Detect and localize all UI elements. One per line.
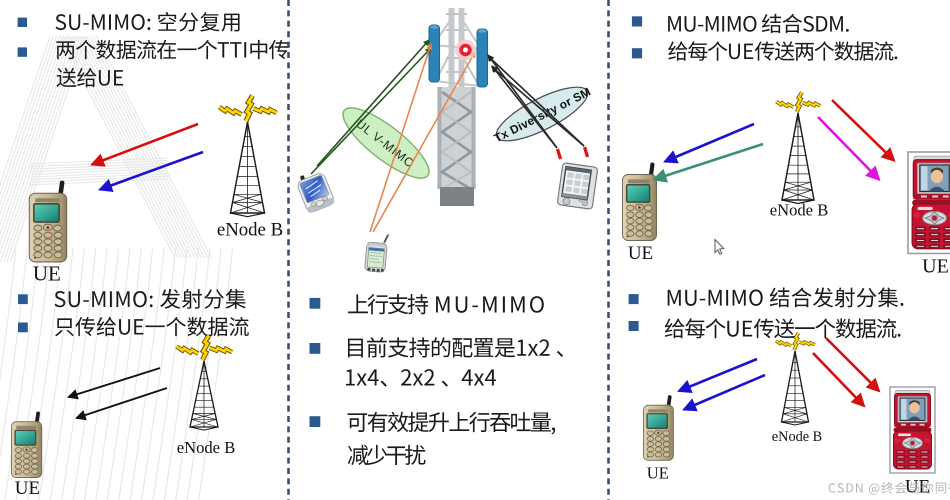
svg-text:eNode B: eNode B bbox=[772, 429, 822, 445]
svg-text:UE: UE bbox=[647, 463, 669, 482]
svg-text:eNode B: eNode B bbox=[770, 201, 829, 220]
svg-text:eNode B: eNode B bbox=[217, 220, 283, 241]
svg-text:UE: UE bbox=[922, 256, 949, 278]
svg-text:UE: UE bbox=[15, 478, 40, 499]
svg-text:UE: UE bbox=[628, 243, 653, 264]
svg-text:eNode B: eNode B bbox=[177, 438, 236, 457]
svg-text:Tx Diversity or SM: Tx Diversity or SM bbox=[492, 84, 593, 145]
svg-text:UE: UE bbox=[33, 262, 61, 286]
